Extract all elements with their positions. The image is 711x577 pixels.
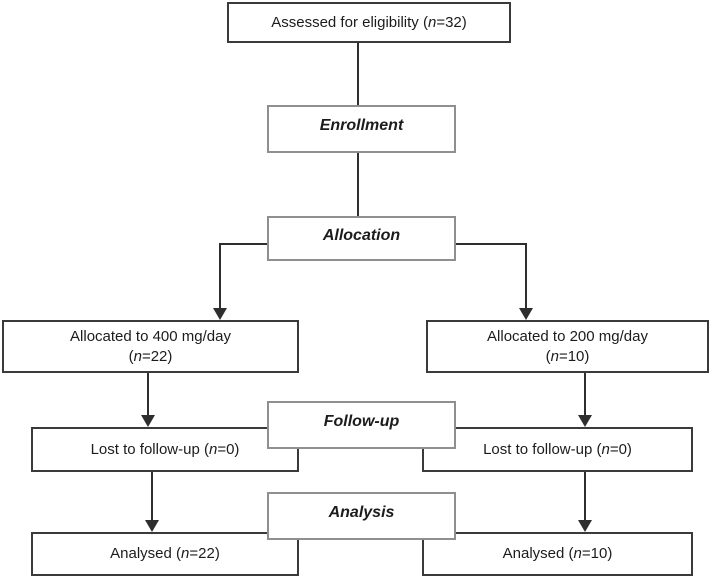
- connector-allocation-right-horizontal: [456, 243, 527, 245]
- analysed-left-box: Analysed (n=22): [31, 532, 299, 576]
- enrollment-stage-box: Enrollment: [267, 105, 456, 153]
- allocation-stage-box: Allocation: [267, 216, 456, 261]
- allocated-400-label-line2: (n=22): [128, 347, 173, 365]
- assessed-eligibility-box: Assessed for eligibility (n=32): [227, 2, 511, 43]
- lost-followup-right-label: Lost to follow-up (n=0): [483, 440, 632, 458]
- connector-enrollment-allocation: [357, 153, 359, 216]
- allocation-stage-label: Allocation: [322, 226, 401, 244]
- lost-followup-right-box: Lost to follow-up (n=0): [422, 427, 693, 472]
- connector-assessed-enrollment: [357, 43, 359, 105]
- assessed-eligibility-label: Assessed for eligibility (n=32): [271, 13, 467, 31]
- enrollment-stage-label: Enrollment: [319, 117, 404, 134]
- analysis-stage-box: Analysis: [267, 492, 456, 540]
- arrowhead-lost-right-icon: [578, 415, 592, 427]
- connector-lost-analysed-right: [584, 472, 586, 521]
- allocated-200-label-line2: (n=10): [545, 347, 590, 365]
- arrowhead-analysed-right-icon: [578, 520, 592, 532]
- connector-allocated-lost-right: [584, 373, 586, 416]
- arrowhead-allocated-400-icon: [213, 308, 227, 320]
- allocated-400-label-line1: Allocated to 400 mg/day: [70, 327, 231, 345]
- connector-allocated-lost-left: [147, 373, 149, 416]
- arrowhead-analysed-left-icon: [145, 520, 159, 532]
- arrowhead-lost-left-icon: [141, 415, 155, 427]
- analysis-stage-label: Analysis: [328, 504, 395, 521]
- followup-stage-box: Follow-up: [267, 401, 456, 449]
- allocated-200-label-line1: Allocated to 200 mg/day: [487, 327, 648, 345]
- connector-allocation-right-vertical: [525, 243, 527, 309]
- allocated-200-box: Allocated to 200 mg/day (n=10): [426, 320, 709, 373]
- analysed-right-box: Analysed (n=10): [422, 532, 693, 576]
- lost-followup-left-box: Lost to follow-up (n=0): [31, 427, 299, 472]
- connector-allocation-left-horizontal: [219, 243, 267, 245]
- analysed-left-label: Analysed (n=22): [110, 545, 220, 562]
- allocated-400-box: Allocated to 400 mg/day (n=22): [2, 320, 299, 373]
- connector-allocation-left-vertical: [219, 243, 221, 309]
- followup-stage-label: Follow-up: [323, 413, 400, 430]
- analysed-right-label: Analysed (n=10): [502, 545, 613, 562]
- connector-lost-analysed-left: [151, 472, 153, 521]
- lost-followup-left-label: Lost to follow-up (n=0): [90, 440, 240, 458]
- arrowhead-allocated-200-icon: [519, 308, 533, 320]
